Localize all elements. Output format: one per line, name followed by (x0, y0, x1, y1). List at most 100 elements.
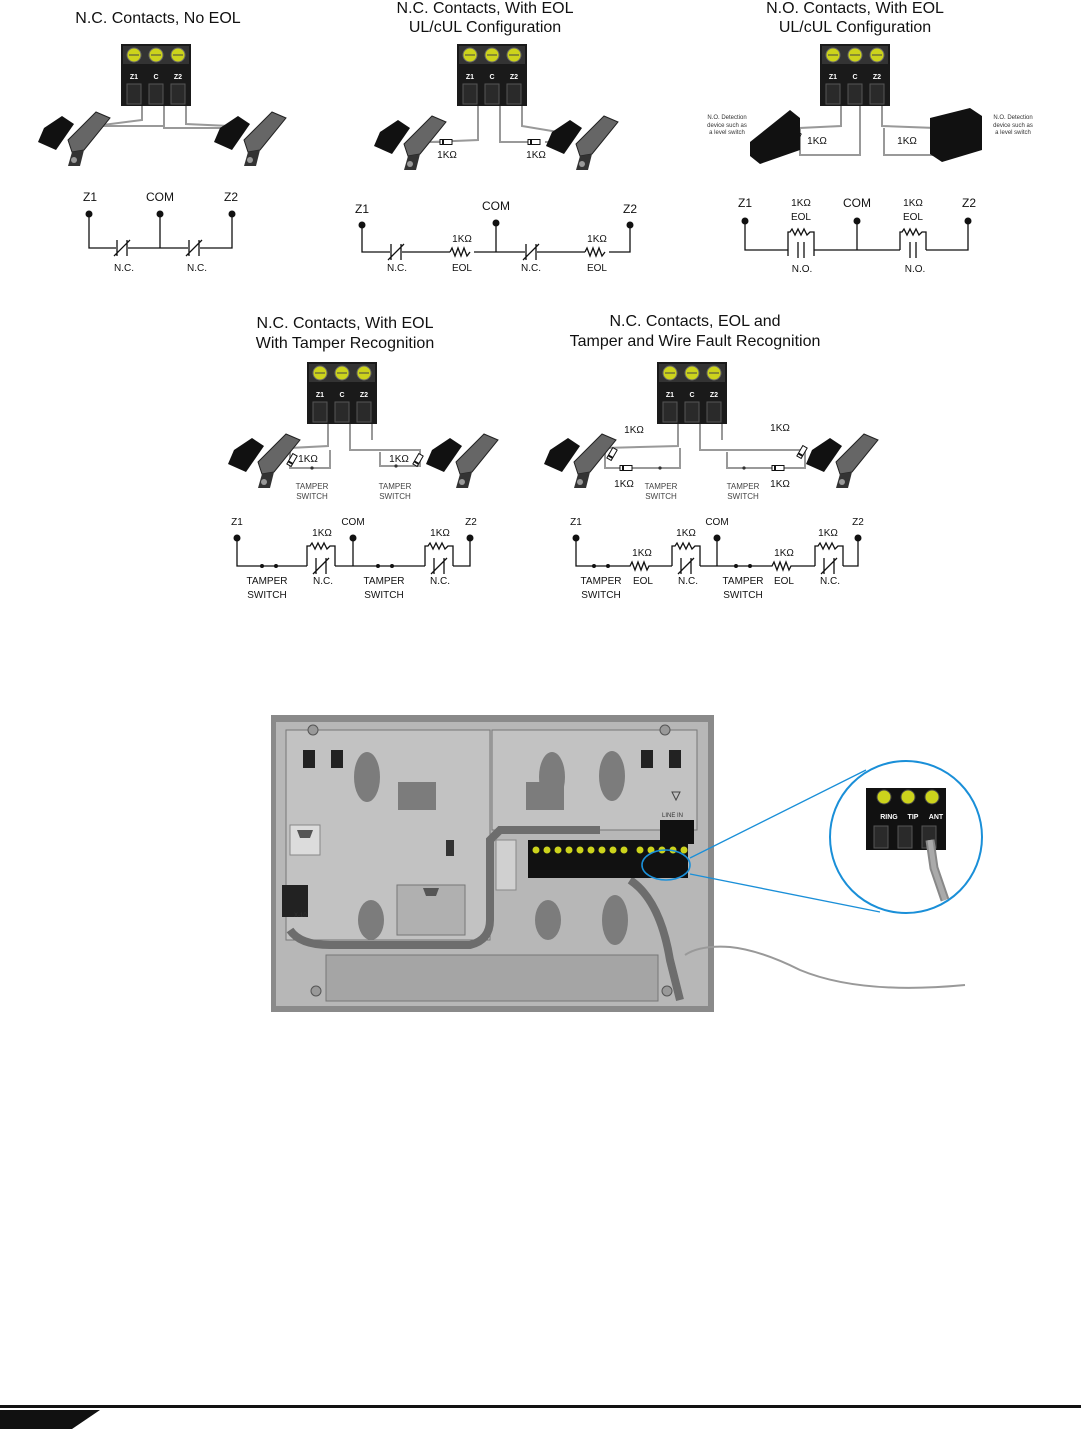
tamper-label: SWITCH (379, 492, 411, 501)
device-note: a level switch (995, 130, 1031, 136)
magnetic-contact-left (37, 111, 111, 167)
diagram-title: N.C. Contacts, EOL and (609, 313, 780, 330)
resistor-label: 1KΩ (430, 528, 450, 539)
tamper-label: TAMPER (645, 482, 678, 491)
tamper-label: SWITCH (727, 492, 759, 501)
z2-label: Z2 (623, 202, 637, 216)
terminal-label: Z2 (174, 74, 182, 81)
terminal-strip (528, 840, 688, 878)
resistor-label: 1KΩ (437, 150, 457, 161)
resistor-label: 1KΩ (389, 454, 409, 465)
eol-label: EOL (452, 263, 472, 274)
z2-label: Z2 (224, 190, 238, 204)
panel-backplate: X-10 LINE IN (271, 715, 966, 1012)
x10-label: X-10 (294, 913, 307, 919)
device-note: device such as (993, 123, 1033, 129)
diagram-nc-no-eol: N.C. Contacts, No EOL Z1 C Z2 Z1 COM Z2 … (37, 10, 287, 274)
z1-label: Z1 (231, 517, 243, 528)
tamper-label: SWITCH (581, 590, 620, 601)
magnetic-contact-right (805, 433, 879, 489)
tamper-label: TAMPER (296, 482, 329, 491)
resistor-label: 1KΩ (298, 454, 318, 465)
terminal-label: Z1 (316, 392, 324, 399)
antenna-wire (684, 945, 966, 989)
resistor (527, 139, 541, 145)
resistor-label: 1KΩ (791, 198, 811, 209)
device-note: a level switch (709, 130, 745, 136)
resistor-label: 1KΩ (676, 528, 696, 539)
zoom-inset: RING TIP ANT (829, 760, 983, 914)
nc-label: N.C. (114, 263, 134, 274)
diagram-no-eol-ul: N.O. Contacts, With EOL UL/cUL Configura… (707, 0, 1033, 275)
level-switch-left (750, 110, 800, 164)
resistor (412, 453, 424, 467)
com-label: COM (843, 196, 871, 210)
tamper-label: TAMPER (247, 576, 288, 587)
tamper-label: TAMPER (379, 482, 412, 491)
tamper-label: TAMPER (723, 576, 764, 587)
nc-label: N.C. (387, 263, 407, 274)
terminal-label: C (339, 392, 344, 399)
resistor (286, 453, 298, 467)
device-note: N.O. Detection (993, 115, 1032, 121)
resistor-label: 1KΩ (587, 234, 607, 245)
z2-label: Z2 (962, 196, 976, 210)
line-in-jack (660, 820, 694, 844)
tamper-label: TAMPER (727, 482, 760, 491)
nc-label: N.C. (313, 576, 333, 587)
tamper-label: SWITCH (723, 590, 762, 601)
z1-label: Z1 (355, 202, 369, 216)
no-label: N.O. (792, 264, 813, 275)
z2-label: Z2 (465, 517, 477, 528)
eol-label: EOL (633, 576, 653, 587)
nc-label: N.C. (430, 576, 450, 587)
resistor-label: 1KΩ (770, 423, 790, 434)
eol-label: EOL (903, 212, 923, 223)
terminal-label: C (153, 74, 158, 81)
eol-label: EOL (774, 576, 794, 587)
resistor-label: 1KΩ (807, 136, 827, 147)
tamper-label: TAMPER (364, 576, 405, 587)
highlight-circle (641, 849, 691, 881)
tamper-label: SWITCH (364, 590, 403, 601)
nc-label: N.C. (678, 576, 698, 587)
resistor-label: 1KΩ (614, 479, 634, 490)
resistor-label: 1KΩ (452, 234, 472, 245)
resistor-label: 1KΩ (526, 150, 546, 161)
eol-label: EOL (791, 212, 811, 223)
resistor-label: 1KΩ (312, 528, 332, 539)
diagram-nc-eol-tamper: N.C. Contacts, With EOL With Tamper Reco… (227, 315, 499, 601)
diagram-subtitle: Tamper and Wire Fault Recognition (570, 333, 821, 350)
diagram-title: N.C. Contacts, With EOL (397, 0, 574, 17)
magnetic-contact-right (425, 433, 499, 489)
terminal-label: Z1 (829, 74, 837, 81)
diagram-subtitle: UL/cUL Configuration (409, 19, 561, 36)
ring-label: RING (880, 814, 898, 821)
resistor-label: 1KΩ (897, 136, 917, 147)
tamper-label: SWITCH (247, 590, 286, 601)
nc-label: N.C. (820, 576, 840, 587)
diagram-subtitle: With Tamper Recognition (256, 335, 434, 352)
com-label: COM (341, 517, 364, 528)
diagram-nc-eol-ul: N.C. Contacts, With EOL UL/cUL Configura… (355, 0, 637, 274)
terminal-label: Z1 (130, 74, 138, 81)
terminal-label: Z2 (360, 392, 368, 399)
x10-jack (282, 885, 308, 917)
line-in-label: LINE IN (662, 813, 683, 819)
diagram-nc-eol-tamper-wire: N.C. Contacts, EOL and Tamper and Wire F… (543, 313, 879, 601)
terminal-label: Z1 (666, 392, 674, 399)
page-footer-bar (0, 1405, 1081, 1429)
level-switch-right (930, 108, 982, 162)
z2-label: Z2 (852, 517, 864, 528)
terminal-label: Z2 (873, 74, 881, 81)
terminal-label: Z2 (710, 392, 718, 399)
resistor (771, 465, 785, 471)
tip-label: TIP (908, 814, 919, 821)
terminal-label: C (852, 74, 857, 81)
z1-label: Z1 (738, 196, 752, 210)
tamper-label: TAMPER (581, 576, 622, 587)
resistor-label: 1KΩ (770, 479, 790, 490)
resistor-label: 1KΩ (903, 198, 923, 209)
diagram-title: N.C. Contacts, With EOL (257, 315, 434, 332)
resistor-label: 1KΩ (818, 528, 838, 539)
